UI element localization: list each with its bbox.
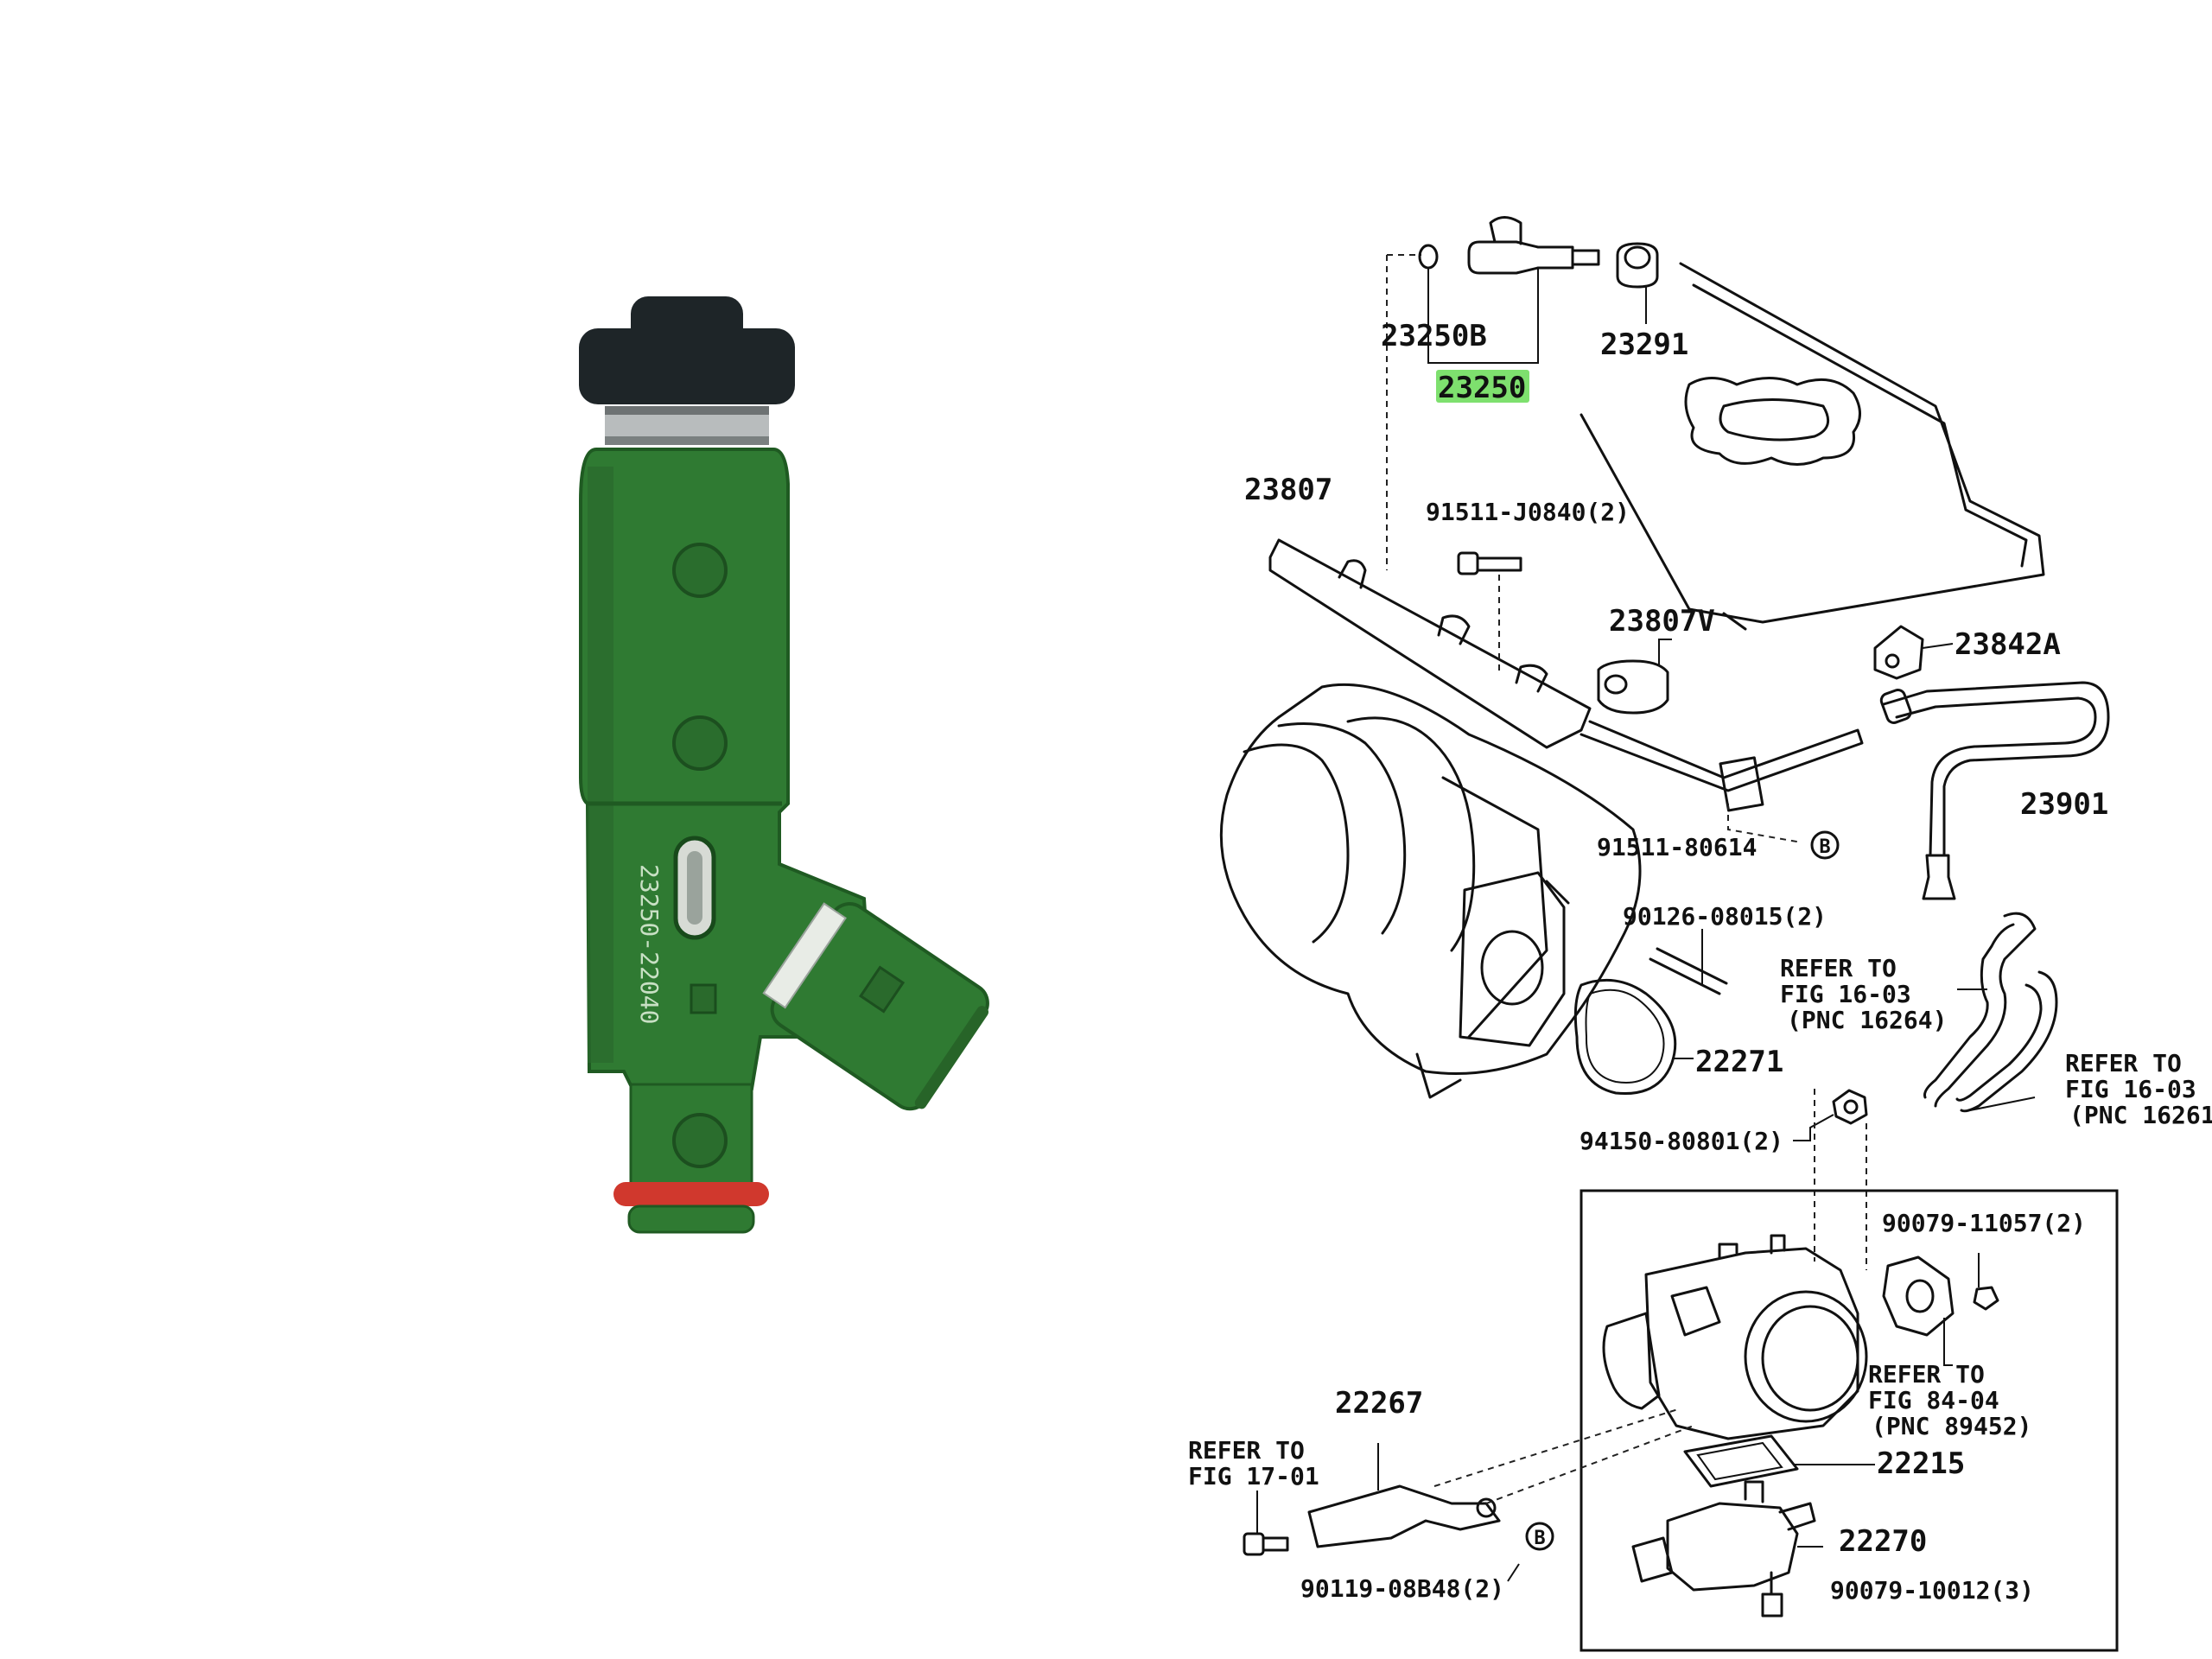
label-23807v: 23807V (1609, 604, 1715, 639)
svg-text:REFER TO: REFER TO (1780, 954, 1897, 982)
injector-dimple (672, 715, 728, 771)
label-23901: 23901 (2020, 787, 2108, 822)
label-90126-08015: 90126-08015(2) (1623, 902, 1827, 931)
throttle-sensor-part-icon (1882, 1253, 1999, 1366)
bracket-part-icon (1307, 1443, 1501, 1548)
label-22270: 22270 (1839, 1524, 1927, 1559)
label-22267: 22267 (1335, 1386, 1423, 1421)
fuel-rail-part-icon (1268, 538, 1864, 812)
cushion-part-icon (1597, 639, 1672, 715)
label-90079-10012: 90079-10012(3) (1830, 1576, 2034, 1605)
svg-text:B: B (1819, 836, 1830, 858)
injector-part-marking: 23250-22040 (635, 864, 664, 1024)
stud-part-icon (1649, 929, 1728, 995)
throttle-body-subassembly-box (1580, 1189, 2119, 1652)
gasket-part-icon (1573, 978, 1694, 1096)
oring-part-icon (1418, 244, 1439, 270)
label-22215: 22215 (1877, 1446, 1965, 1481)
svg-text:REFER TO: REFER TO (2065, 1049, 2182, 1077)
label-23250: 23250 (1438, 371, 1526, 405)
svg-text:(PNC 89452): (PNC 89452) (1872, 1412, 2031, 1440)
refer-hose-icon (1923, 912, 2058, 1113)
idle-control-valve-part-icon (1631, 1480, 1823, 1592)
marker-b: B (1525, 1522, 1554, 1551)
svg-text:FIG 16-03: FIG 16-03 (2065, 1075, 2196, 1103)
injector-red-oring (613, 1182, 769, 1206)
label-94150-80801: 94150-80801(2) (1580, 1127, 1783, 1155)
bracket-bolt-part-icon (1243, 1491, 1520, 1582)
injector-top-cap-ring (579, 328, 795, 404)
label-23250b: 23250B (1381, 319, 1487, 353)
svg-text:FIG 84-04: FIG 84-04 (1868, 1386, 1999, 1414)
fuel-hose-part-icon (1879, 681, 2110, 900)
label-91511-j0840: 91511-J0840(2) (1426, 498, 1630, 526)
svg-text:B: B (1534, 1528, 1545, 1549)
label-22271: 22271 (1695, 1045, 1783, 1079)
svg-text:REFER TO: REFER TO (1188, 1436, 1305, 1465)
throttle-gasket-part-icon (1683, 1434, 1875, 1488)
injector-tip (627, 1205, 755, 1234)
throttle-body-part-icon (1602, 1234, 1868, 1440)
label-90079-11057: 90079-11057(2) (1882, 1209, 2086, 1237)
injector-square-mark (690, 983, 717, 1014)
svg-text:(PNC 16261: (PNC 16261 (2069, 1101, 2212, 1129)
label-23807: 23807 (1244, 473, 1332, 507)
svg-text:(PNC 16264): (PNC 16264) (1787, 1006, 1947, 1034)
refer-note-fig-16-03-pnc-16261: REFER TO FIG 16-03 (PNC 16261 (2065, 1049, 2212, 1129)
clip-part-icon (1873, 625, 1954, 680)
refer-note-fig-17-01: REFER TO FIG 17-01 (1188, 1436, 1319, 1491)
nut-part-icon (1793, 1089, 1868, 1141)
intake-manifold-outline (1219, 683, 1642, 1099)
engine-cover-outline (1580, 262, 2045, 624)
screw-part-icon (1761, 1571, 1783, 1618)
label-23291: 23291 (1600, 327, 1688, 362)
svg-text:REFER TO: REFER TO (1868, 1360, 1985, 1389)
label-91511-80614: 91511-80614 (1597, 833, 1757, 861)
injector-dimple (672, 543, 728, 598)
svg-text:FIG 16-03: FIG 16-03 (1780, 980, 1911, 1008)
parts-diagram: B B 23250B 23250 23291 23807 91511-J0840… (1188, 216, 2212, 1652)
grommet-part-icon (1616, 242, 1659, 324)
label-23842a: 23842A (1955, 627, 2061, 662)
marker-b: B (1810, 830, 1840, 860)
fuel-injector-photo: 23250-22040 (579, 296, 989, 1234)
svg-text:FIG 17-01: FIG 17-01 (1188, 1462, 1319, 1491)
label-90119-08b48: 90119-08B48(2) (1300, 1574, 1504, 1603)
bolt-part-icon (1457, 551, 1522, 674)
injector-part-icon (1467, 216, 1600, 275)
refer-note-fig-16-03-pnc-16264: REFER TO FIG 16-03 (PNC 16264) (1780, 954, 1947, 1034)
refer-note-fig-84-04-pnc-89452: REFER TO FIG 84-04 (PNC 89452) (1868, 1360, 2031, 1440)
injector-electrical-connector (762, 902, 989, 1111)
highlighted-part-background (1436, 370, 1529, 403)
